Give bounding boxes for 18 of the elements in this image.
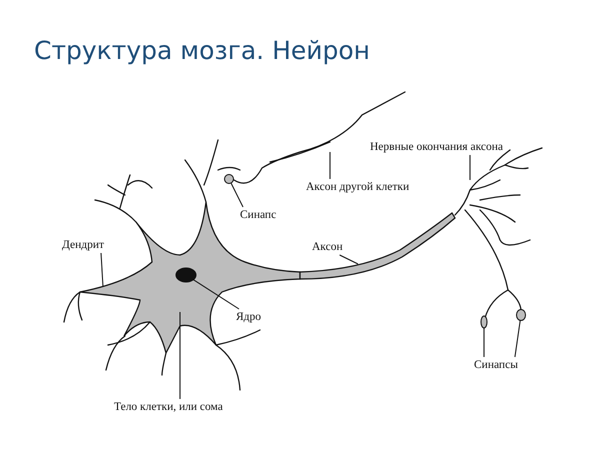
leader-line xyxy=(514,320,521,358)
synapse-circle xyxy=(224,174,234,184)
part-label: Аксон xyxy=(312,240,343,254)
part-label: Ядро xyxy=(236,310,262,324)
part-label: Тело клетки, или сома xyxy=(114,400,223,414)
cell-nucleus xyxy=(176,268,196,282)
leader-line xyxy=(192,279,240,310)
synapse-circle xyxy=(480,316,488,328)
slide-title: Структура мозга. Нейрон xyxy=(34,36,370,65)
leader-line xyxy=(339,254,358,264)
leader-line xyxy=(100,252,104,288)
part-label: Нервные окончания аксона xyxy=(370,140,503,154)
part-label: Дендрит xyxy=(62,238,104,252)
part-label: Синапс xyxy=(240,208,276,222)
part-label: Аксон другой клетки xyxy=(306,180,410,194)
synapse-circle xyxy=(516,309,526,321)
leader-line xyxy=(230,182,244,208)
part-label: Синапсы xyxy=(474,358,518,372)
